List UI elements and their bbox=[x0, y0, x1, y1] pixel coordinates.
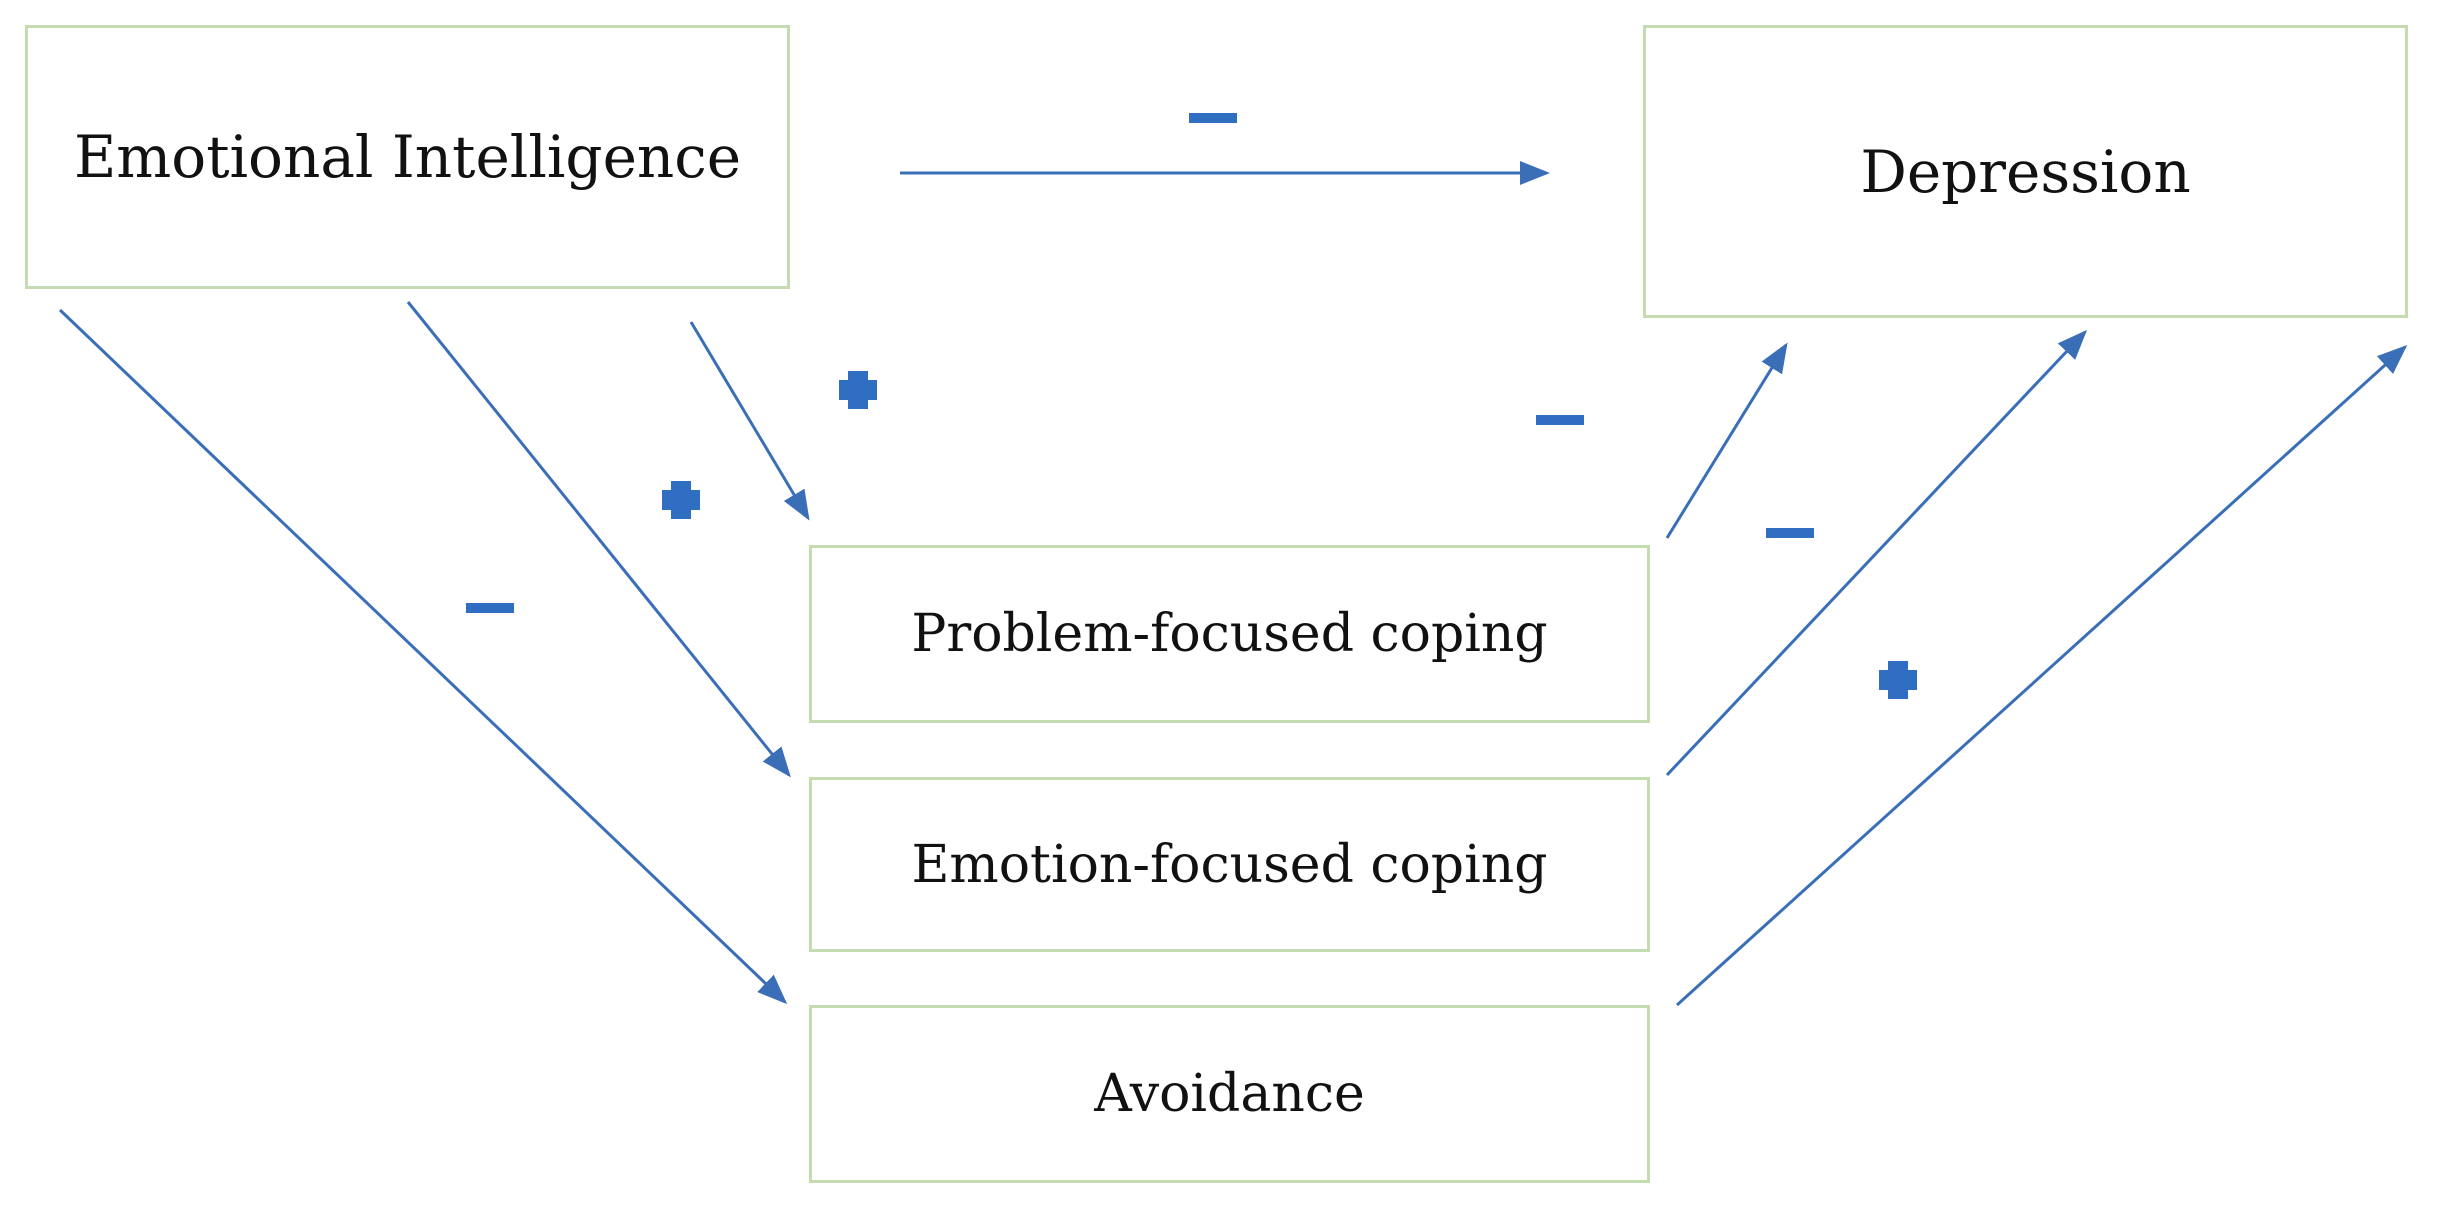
plus-sign-icon bbox=[662, 481, 700, 519]
avoidance-box: Avoidance bbox=[809, 1005, 1650, 1183]
minus-sign-icon bbox=[466, 603, 514, 613]
emotion-focused-coping-label: Emotion-focused coping bbox=[911, 834, 1548, 895]
emotion-focused-coping-box: Emotion-focused coping bbox=[809, 777, 1650, 952]
minus-sign-icon bbox=[1536, 415, 1584, 425]
plus-sign-icon bbox=[839, 371, 877, 409]
arrow-ei-to-problem-coping bbox=[689, 321, 810, 521]
arrow-emotion-coping-to-depression bbox=[1665, 329, 2088, 777]
depression-box: Depression bbox=[1643, 25, 2408, 318]
arrow-ei-to-emotion-coping bbox=[406, 301, 791, 778]
depression-label: Depression bbox=[1860, 137, 2191, 206]
avoidance-label: Avoidance bbox=[1094, 1064, 1365, 1124]
minus-sign-icon bbox=[1766, 528, 1814, 538]
minus-sign-icon bbox=[1189, 113, 1237, 123]
emotional-intelligence-box: Emotional Intelligence bbox=[25, 25, 790, 289]
emotional-intelligence-label: Emotional Intelligence bbox=[73, 123, 742, 191]
arrow-ei-to-avoidance bbox=[58, 308, 788, 1005]
plus-sign-icon bbox=[1879, 661, 1917, 699]
arrow-avoidance-to-depression bbox=[1675, 344, 2408, 1007]
arrow-problem-coping-to-depression bbox=[1665, 342, 1788, 539]
problem-focused-coping-label: Problem-focused coping bbox=[911, 604, 1548, 664]
problem-focused-coping-box: Problem-focused coping bbox=[809, 545, 1650, 723]
